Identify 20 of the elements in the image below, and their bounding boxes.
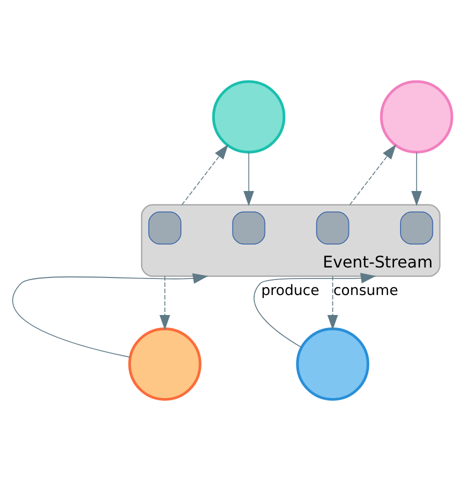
arrow: [411, 152, 422, 206]
node-box: [316, 211, 350, 245]
arrow: [12, 273, 208, 358]
arrow: [182, 144, 228, 206]
arrow: [327, 276, 338, 330]
node-label: Event-Stream: [322, 252, 433, 272]
arrow: [254, 272, 376, 348]
edge-label: consume: [333, 282, 398, 299]
arrow: [243, 152, 254, 206]
node-box: [232, 211, 266, 245]
edge-label: produce: [261, 282, 320, 299]
node-box: [148, 211, 182, 245]
node-circle: [212, 80, 286, 154]
node-circle: [296, 328, 370, 401]
arrow: [349, 144, 396, 206]
node-circle: [380, 80, 454, 154]
arrow: [160, 276, 170, 330]
node-circle: [128, 328, 202, 401]
node-box: [400, 211, 434, 245]
cluster: [140, 204, 440, 277]
